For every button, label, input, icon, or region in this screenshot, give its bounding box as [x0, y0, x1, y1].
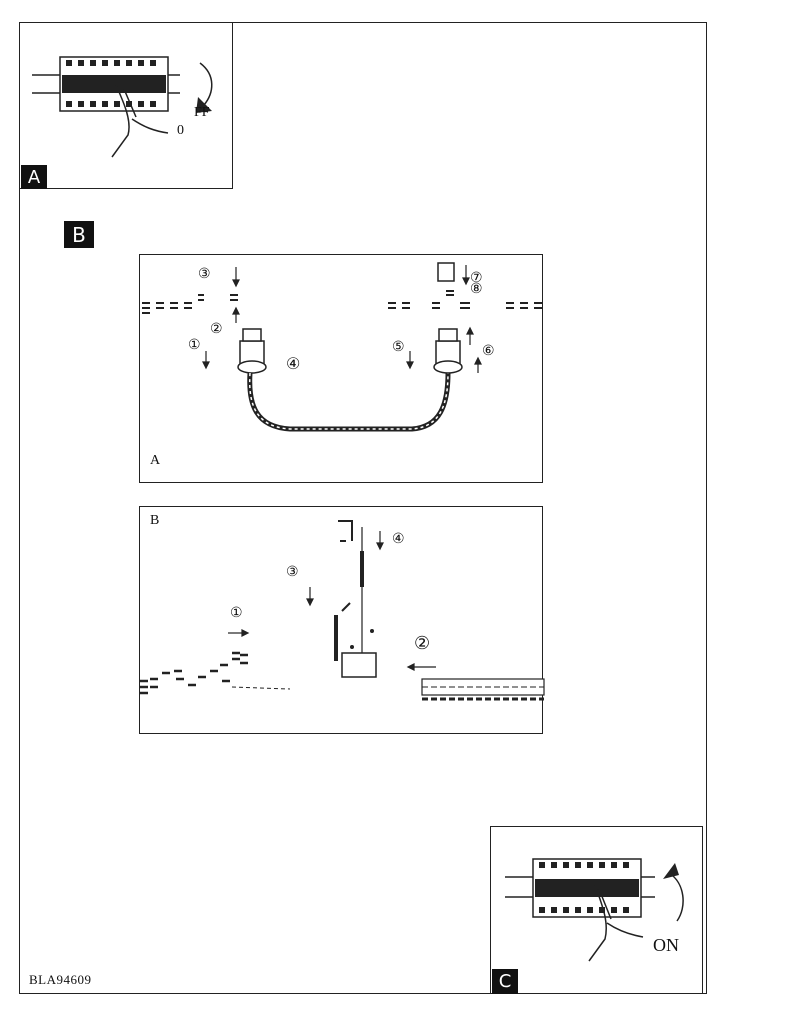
document-code: BLA94609 [29, 972, 92, 987]
step-c-box: ON C [490, 826, 703, 994]
breaker-panel-off-illustration [32, 56, 213, 158]
panel-b-step-1: ① [230, 605, 243, 621]
page-frame [19, 22, 707, 994]
panel-b-step-2: ② [414, 633, 431, 654]
panel-a-step-6: ⑥ [482, 343, 495, 359]
step-a-tag: A [21, 165, 47, 189]
switch-off-label-bottom: 0 [177, 123, 184, 138]
panel-a-step-8: ⑧ [470, 281, 483, 297]
panel-a-step-1: ① [188, 337, 201, 353]
panel-a-step-5: ⑤ [392, 339, 405, 355]
panel-a-label: A [150, 453, 161, 468]
panel-b-step-4: ④ [392, 531, 405, 547]
switch-on-label: ON [653, 935, 679, 955]
panel-a-step-7: ⑦ [470, 270, 483, 286]
step-b-panel-b: B ① ② ③ ④ [139, 506, 545, 734]
step-a-box: FF 0 A [19, 22, 233, 189]
breaker-panel-on-illustration [505, 858, 684, 962]
step-b-tag: B [64, 221, 94, 248]
panel-b-label: B [150, 513, 160, 528]
step-b-panel-a: ③ ② ① ④ ⑤ ⑥ ⑦ ⑧ A [139, 254, 543, 483]
panel-a-step-3: ③ [198, 266, 211, 282]
pendant-cable-illustration [142, 262, 542, 432]
panel-a-step-4: ④ [286, 354, 301, 373]
connection-block-illustration [140, 520, 545, 701]
switch-off-label-top: FF [194, 105, 210, 120]
panel-a-step-2: ② [210, 321, 223, 337]
step-c-tag: C [492, 969, 518, 994]
panel-b-step-3: ③ [286, 564, 299, 580]
